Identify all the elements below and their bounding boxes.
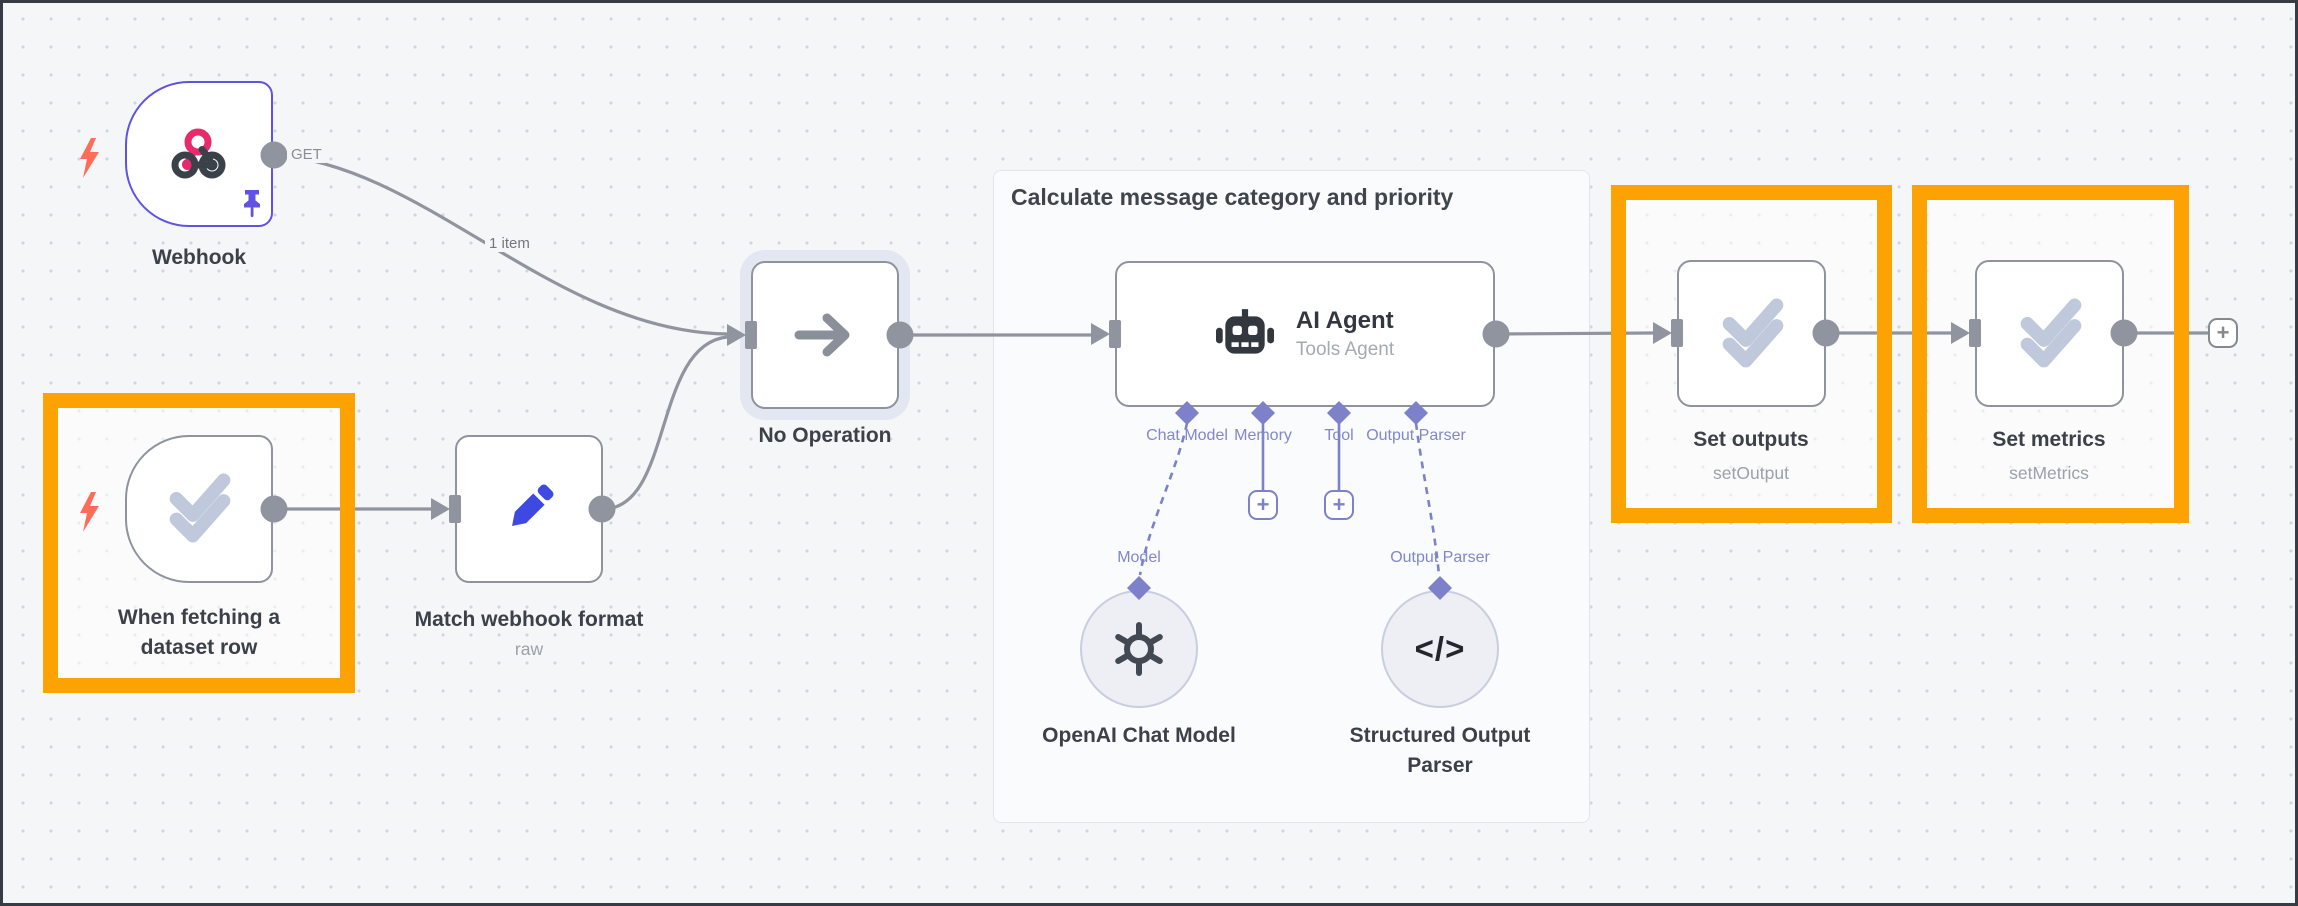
node-no-operation[interactable] <box>751 261 899 409</box>
openai-icon <box>1115 622 1163 676</box>
double-check-icon <box>2020 298 2081 367</box>
lightning-icon <box>80 138 99 178</box>
node-label-set-outputs: Set outputs <box>1693 428 1809 451</box>
node-subtitle-set-metrics: setMetrics <box>2009 463 2089 483</box>
plus-icon: + <box>1332 492 1346 517</box>
code-icon: </> <box>1414 630 1466 667</box>
node-label-match: Match webhook format <box>414 608 644 631</box>
node-set-outputs[interactable] <box>1677 260 1826 407</box>
node-openai-chat-model[interactable] <box>1080 590 1198 708</box>
node-match-webhook-format[interactable] <box>455 435 603 583</box>
node-webhook[interactable] <box>125 81 273 227</box>
plus-icon: + <box>2216 320 2230 345</box>
node-label-set-metrics: Set metrics <box>1992 428 2106 451</box>
node-structured-output-parser[interactable]: </> <box>1381 590 1499 708</box>
node-subtitle-set-outputs: setOutput <box>1713 463 1789 483</box>
highlight-rect-dataset <box>43 393 355 693</box>
agent-title: AI Agent <box>1295 307 1394 334</box>
port-label-model: Model <box>1117 549 1161 566</box>
lightning-icon <box>80 492 99 532</box>
add-tool-button[interactable]: + <box>1324 490 1354 520</box>
add-node-button[interactable]: + <box>2208 318 2238 348</box>
pencil-icon <box>512 484 554 526</box>
add-memory-button[interactable]: + <box>1248 490 1278 520</box>
input-port-match <box>431 498 450 520</box>
input-port-noop <box>727 324 746 346</box>
agent-subtitle: Tools Agent <box>1295 339 1395 360</box>
node-subtitle-match: raw <box>514 639 544 659</box>
double-check-icon <box>1722 298 1783 367</box>
group-title[interactable]: Calculate message category and priority <box>1011 184 1454 210</box>
node-dataset-trigger[interactable] <box>125 435 273 583</box>
plus-icon: + <box>1256 492 1270 517</box>
node-label-parser: Structured Output Parser <box>1349 724 1531 777</box>
edge-match-to-noop[interactable] <box>602 335 728 511</box>
node-ai-agent[interactable]: AI Agent Tools Agent <box>1115 261 1495 407</box>
edge-items-label: 1 item <box>485 235 534 252</box>
webhook-method-label: GET <box>287 146 326 163</box>
highlight-rect-set-metrics <box>1912 185 2189 523</box>
node-label-dataset: When fetching a dataset row <box>117 606 281 659</box>
robot-icon <box>1215 309 1274 354</box>
port-label-parser: Output Parser <box>1390 549 1490 566</box>
node-label-openai: OpenAI Chat Model <box>1042 724 1236 747</box>
highlight-rect-set-outputs <box>1611 185 1892 523</box>
pin-icon <box>244 190 260 217</box>
node-set-metrics[interactable] <box>1975 260 2124 407</box>
node-label-webhook: Webhook <box>151 246 247 269</box>
arrow-right-icon <box>794 313 850 357</box>
node-label-noop: No Operation <box>758 424 892 447</box>
webhook-icon <box>171 128 226 179</box>
port-label-memory: Memory <box>1234 427 1292 444</box>
double-check-icon <box>169 473 231 543</box>
port-label-output-parser: Output Parser <box>1366 427 1466 444</box>
